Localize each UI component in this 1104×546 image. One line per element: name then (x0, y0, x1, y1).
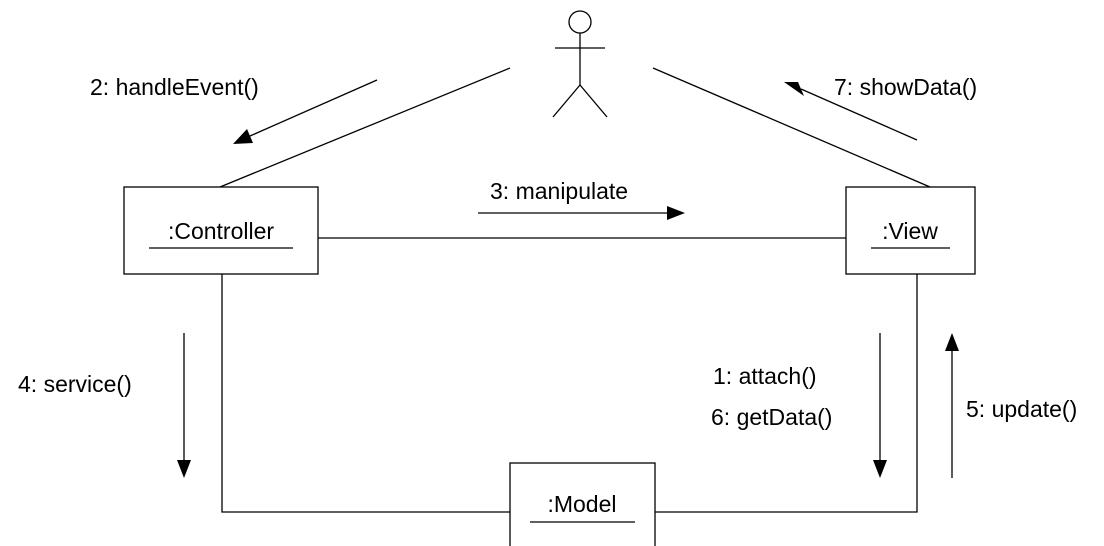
arrow-service (177, 333, 191, 478)
link-actor-controller (219, 67, 511, 188)
message-get-data: 6: getData() (711, 404, 832, 430)
message-handle-event: 2: handleEvent() (90, 74, 259, 100)
arrow-update (945, 333, 959, 478)
link-controller-model (221, 274, 510, 513)
arrow-handle-event (233, 79, 378, 144)
link-view-model (655, 274, 918, 513)
message-attach: 1: attach() (713, 363, 817, 389)
actor-icon (552, 10, 608, 118)
message-service: 4: service() (18, 371, 132, 397)
model-object: :Model (509, 462, 656, 546)
message-manipulate: 3: manipulate (490, 178, 628, 204)
arrow-attach-getdata (873, 333, 887, 478)
model-label: :Model (547, 491, 616, 517)
message-update: 5: update() (966, 396, 1077, 422)
message-show-data: 7: showData() (834, 74, 977, 100)
controller-label: :Controller (168, 218, 274, 244)
view-label: :View (882, 218, 938, 244)
arrow-show-data (784, 82, 918, 141)
controller-object: :Controller (123, 186, 319, 275)
arrow-manipulate (478, 206, 685, 220)
view-object: :View (845, 186, 976, 275)
link-actor-view (652, 67, 931, 188)
